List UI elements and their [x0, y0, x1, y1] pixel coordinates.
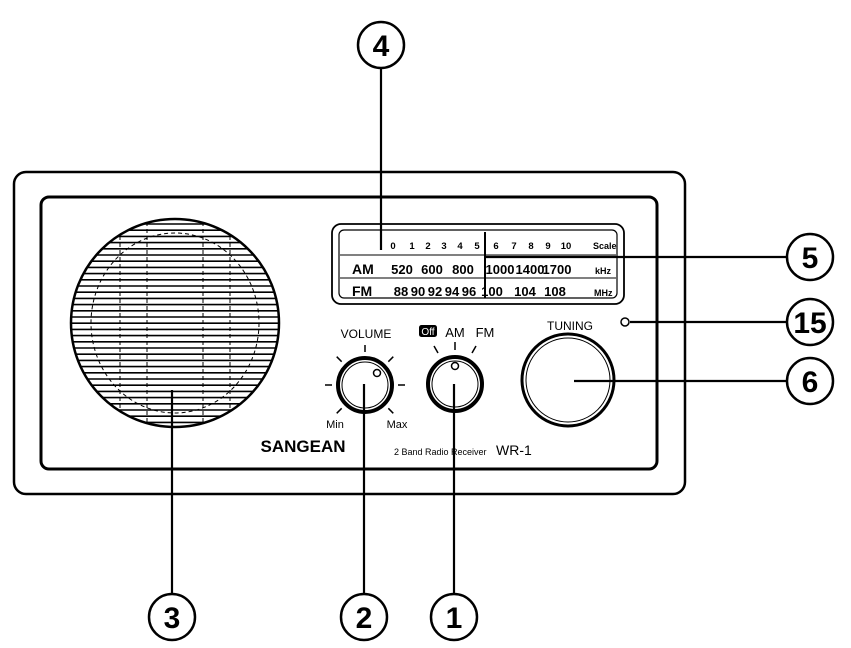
- fm-frequency: 96: [462, 284, 476, 299]
- am-frequency: 1700: [543, 262, 572, 277]
- scale-label: Scale: [593, 241, 617, 251]
- callout-2: 2: [339, 592, 389, 642]
- volume-tick-marks: [325, 345, 405, 414]
- scale-number: 4: [457, 241, 463, 252]
- band-fm-label: FM: [476, 325, 495, 340]
- speaker-inner-ring: [90, 232, 260, 414]
- fm-frequency: 100: [481, 284, 503, 299]
- scale-number: 9: [545, 241, 550, 252]
- band-am-label: AM: [445, 325, 465, 340]
- fm-frequency: 108: [544, 284, 566, 299]
- volume-min-label: Min: [326, 419, 344, 431]
- volume-tick: [336, 356, 343, 363]
- am-unit: kHz: [595, 266, 612, 276]
- callout-4-label: 4: [373, 30, 390, 63]
- am-band-label: AM: [352, 261, 374, 277]
- am-frequency: 800: [452, 262, 474, 277]
- callout-3-label: 3: [164, 602, 181, 635]
- volume-tick: [387, 407, 394, 414]
- scale-number: 1: [409, 241, 415, 252]
- band-tick-mark: [433, 345, 439, 354]
- callout-1-label: 1: [446, 602, 463, 635]
- scale-number: 0: [390, 241, 395, 252]
- volume-tick: [387, 356, 394, 363]
- band-indicator-dot: [450, 361, 460, 371]
- scale-number: 10: [561, 241, 572, 252]
- indicator-led: [620, 317, 630, 327]
- am-frequency: 600: [421, 262, 443, 277]
- scale-number: 2: [425, 241, 430, 252]
- fm-frequency: 92: [428, 284, 442, 299]
- model-description: 2 Band Radio Receiver: [394, 447, 487, 457]
- callout-6: 6: [785, 356, 835, 406]
- band-tick-mark: [471, 345, 477, 354]
- fm-frequency: 94: [445, 284, 460, 299]
- am-frequency: 520: [391, 262, 413, 277]
- callout-1: 1: [429, 592, 479, 642]
- model-name: WR-1: [496, 442, 532, 458]
- dial-frame-inner: [338, 229, 618, 299]
- scale-number: 5: [474, 241, 480, 252]
- brand-logo: SANGEAN: [260, 437, 345, 456]
- fm-unit: MHz: [594, 288, 613, 298]
- scale-number: 6: [493, 241, 498, 252]
- callout-5: 5: [785, 232, 835, 282]
- callout-2-label: 2: [356, 602, 373, 635]
- callout-4: 4: [356, 20, 406, 70]
- volume-tick: [336, 407, 343, 414]
- am-frequency: 1400: [516, 262, 545, 277]
- band-off-label: Off: [421, 327, 434, 338]
- tuning-label: TUNING: [547, 319, 593, 333]
- callout-5-label: 5: [802, 242, 819, 275]
- band-off-badge: [419, 325, 437, 337]
- callout-3: 3: [147, 592, 197, 642]
- fm-band-label: FM: [352, 283, 372, 299]
- scale-number: 3: [441, 241, 446, 252]
- tuning-dial-window: 0 1 2 3 4 5 6 7 8 9 10 Scale AM 520 600 …: [331, 223, 625, 305]
- volume-max-label: Max: [387, 419, 408, 431]
- scale-number: 7: [511, 241, 516, 252]
- callout-6-label: 6: [802, 366, 819, 399]
- volume-indicator-dot: [372, 368, 382, 378]
- fm-frequency: 90: [411, 284, 425, 299]
- am-frequency: 1000: [486, 262, 515, 277]
- scale-number: 8: [528, 241, 533, 252]
- callout-15-label: 15: [793, 307, 826, 340]
- volume-label: VOLUME: [341, 327, 392, 341]
- callout-15: 15: [785, 297, 835, 347]
- fm-frequency: 88: [394, 284, 408, 299]
- fm-frequency: 104: [514, 284, 536, 299]
